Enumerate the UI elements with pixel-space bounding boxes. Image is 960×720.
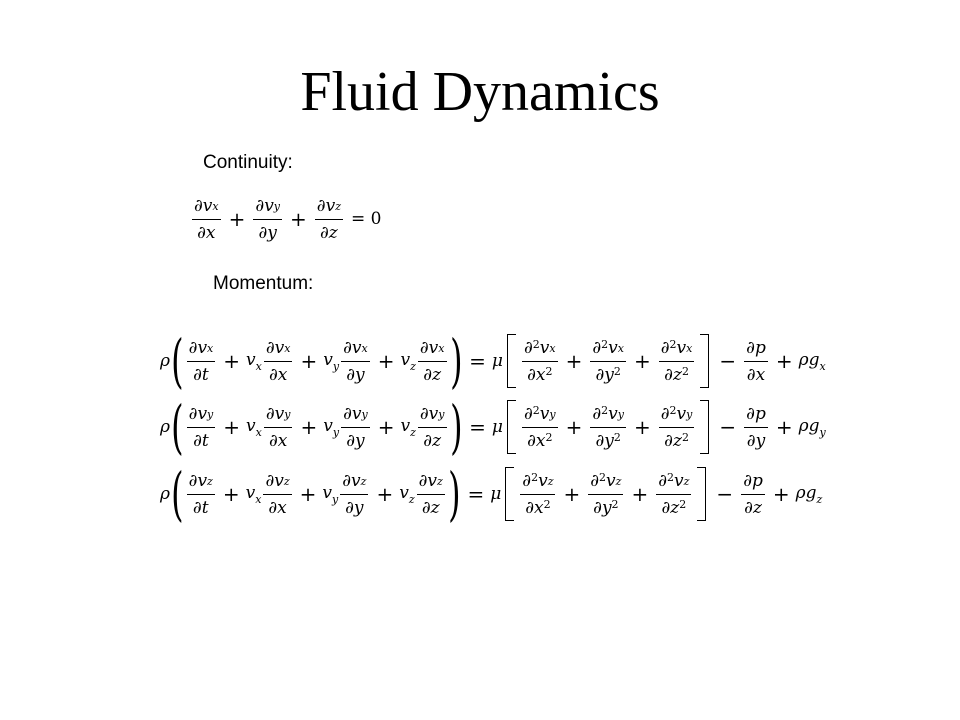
continuity-label: Continuity: <box>203 152 293 173</box>
continuity-rhs: = 0 <box>350 209 382 229</box>
momentum-label: Momentum: <box>213 273 314 294</box>
slide-title: Fluid Dynamics <box>300 61 660 123</box>
